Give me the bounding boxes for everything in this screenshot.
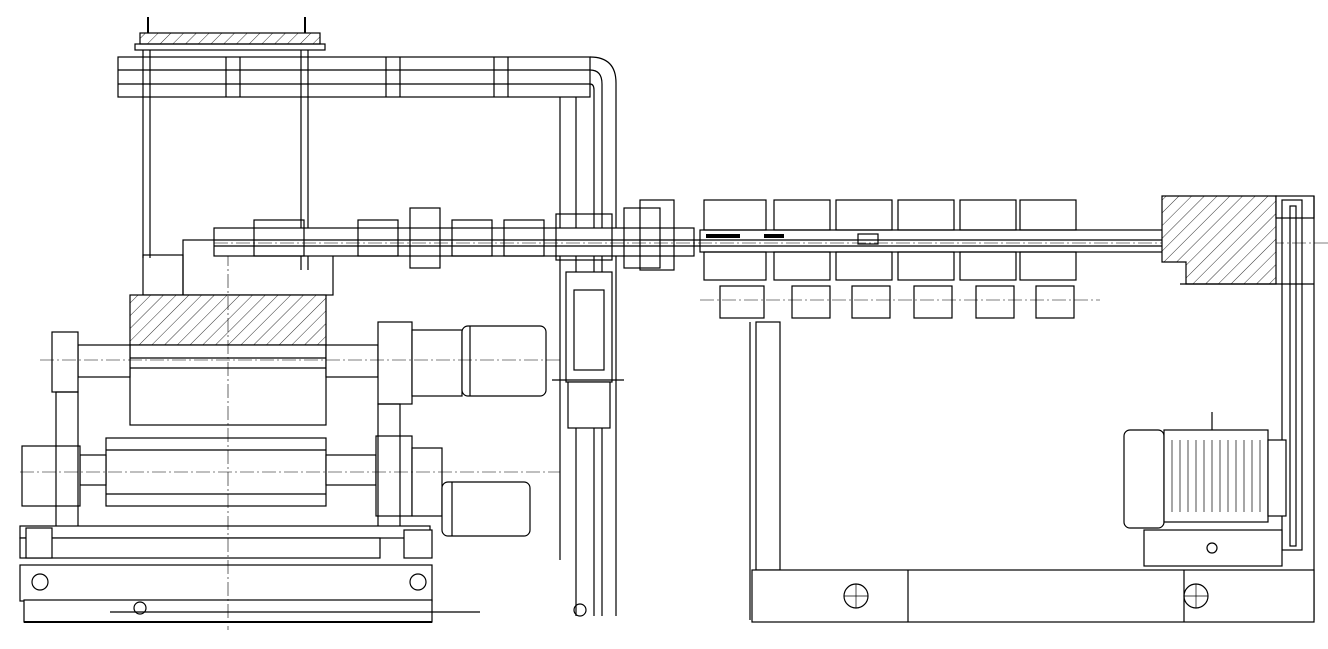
heater-blocks — [699, 199, 1191, 319]
right-base-frame — [749, 321, 1315, 623]
gearbox — [1161, 195, 1315, 620]
left-roller-unit — [19, 230, 587, 630]
top-pipe-frame — [117, 17, 617, 616]
extruder-barrel — [213, 199, 1328, 271]
center-column — [552, 271, 624, 429]
main-drive-motor — [1123, 412, 1287, 567]
